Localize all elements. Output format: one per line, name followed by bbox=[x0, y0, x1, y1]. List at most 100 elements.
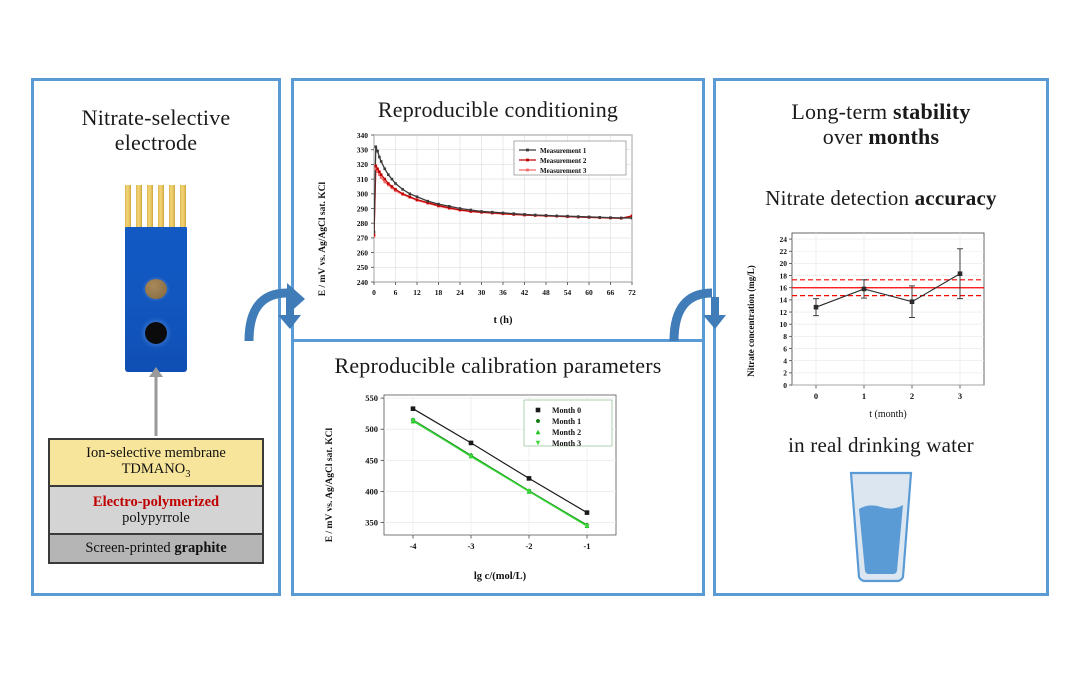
svg-text:240: 240 bbox=[357, 278, 369, 287]
arrow-calibration-to-stability bbox=[668, 281, 740, 350]
svg-text:12: 12 bbox=[413, 288, 421, 297]
svg-text:14: 14 bbox=[780, 296, 788, 305]
svg-text:330: 330 bbox=[357, 146, 369, 155]
heading2-normal: Nitrate detection bbox=[765, 186, 915, 210]
panel-left-title-line2: electrode bbox=[114, 130, 198, 156]
arrow-1-svg bbox=[244, 283, 305, 342]
pointer-arrowhead bbox=[149, 367, 163, 377]
electrode-image bbox=[125, 185, 187, 372]
svg-text:6: 6 bbox=[394, 288, 398, 297]
contact-strip bbox=[136, 185, 142, 227]
svg-text:340: 340 bbox=[357, 131, 369, 140]
panel-right-caption: in real drinking water bbox=[788, 433, 974, 457]
svg-text:-3: -3 bbox=[467, 541, 474, 551]
calibration-line-3 bbox=[412, 420, 588, 527]
svg-text:22: 22 bbox=[780, 247, 788, 256]
contact-strip bbox=[169, 185, 175, 227]
svg-text:6: 6 bbox=[783, 344, 787, 353]
svg-text:8: 8 bbox=[783, 332, 787, 341]
panel-left-title-line1: Nitrate-selective bbox=[81, 105, 231, 130]
panel-right-heading-1: Long-term stability over months bbox=[716, 99, 1046, 150]
calibration-line-0 bbox=[412, 408, 588, 514]
svg-text:12: 12 bbox=[780, 308, 788, 317]
svg-text:18: 18 bbox=[780, 271, 788, 280]
stability-line bbox=[815, 273, 961, 308]
pointer-line bbox=[154, 376, 158, 436]
arrow-electrode-to-conditioning bbox=[243, 281, 315, 350]
svg-text:72: 72 bbox=[628, 288, 636, 297]
svg-text:3: 3 bbox=[958, 391, 962, 401]
layer-stack: Ion-selective membrane TDMANO3 Electro-p… bbox=[48, 438, 264, 564]
heading-line2: over months bbox=[822, 124, 940, 150]
contact-strip bbox=[180, 185, 186, 227]
layer-membrane-line1: Ion-selective membrane bbox=[86, 444, 226, 461]
svg-text:320: 320 bbox=[357, 160, 369, 169]
svg-text:54: 54 bbox=[564, 288, 572, 297]
panel-reproducibility: Reproducible conditioning E / mV vs. Ag/… bbox=[291, 78, 705, 596]
svg-text:1: 1 bbox=[862, 391, 866, 401]
svg-text:-1: -1 bbox=[583, 541, 590, 551]
svg-text:500: 500 bbox=[365, 424, 378, 434]
contact-strip bbox=[158, 185, 164, 227]
svg-text:270: 270 bbox=[357, 234, 369, 243]
svg-text:350: 350 bbox=[365, 518, 378, 528]
working-electrode-pad bbox=[145, 322, 167, 344]
svg-text:42: 42 bbox=[521, 288, 529, 297]
layer-polypyrrole-line1: Electro-polymerized bbox=[92, 493, 220, 510]
chart-calibration-xlabel: lg c/(mol/L) bbox=[474, 571, 527, 582]
svg-text:18: 18 bbox=[435, 288, 443, 297]
svg-text:450: 450 bbox=[365, 455, 378, 465]
svg-text:310: 310 bbox=[357, 175, 369, 184]
svg-text:0: 0 bbox=[814, 391, 818, 401]
contact-strip bbox=[147, 185, 153, 227]
svg-text:10: 10 bbox=[780, 320, 788, 329]
legend-label: Month 2 bbox=[552, 428, 581, 437]
svg-text:60: 60 bbox=[585, 288, 593, 297]
legend-label: Measurement 1 bbox=[540, 147, 587, 155]
panel-right-heading-2: Nitrate detection accuracy bbox=[716, 186, 1046, 210]
glass-water bbox=[859, 505, 903, 574]
panel-stability: Long-term stability over months Nitrate … bbox=[713, 78, 1049, 596]
svg-text:550: 550 bbox=[365, 393, 378, 403]
svg-text:30: 30 bbox=[478, 288, 486, 297]
panel-electrode: Nitrate-selective electrode Ion bbox=[31, 78, 281, 596]
layer-polypyrrole-line2: polypyrrole bbox=[122, 510, 190, 526]
svg-text:2: 2 bbox=[783, 369, 787, 378]
panel-mid-title-bottom: Reproducible calibration parameters bbox=[334, 353, 662, 378]
chart-stability-xlabel: t (month) bbox=[869, 409, 907, 420]
legend-label: Month 0 bbox=[552, 406, 581, 415]
layer-graphite: Screen-printed graphite bbox=[48, 534, 264, 564]
svg-text:66: 66 bbox=[607, 288, 615, 297]
drinking-glass-icon bbox=[835, 467, 927, 590]
svg-text:4: 4 bbox=[783, 356, 787, 365]
glass-svg bbox=[849, 471, 913, 583]
legend-label: Month 3 bbox=[552, 439, 581, 448]
legend-label: Measurement 2 bbox=[540, 157, 587, 165]
svg-text:400: 400 bbox=[365, 486, 378, 496]
svg-text:36: 36 bbox=[499, 288, 507, 297]
chart-conditioning-xlabel: t (h) bbox=[494, 315, 513, 326]
svg-text:300: 300 bbox=[357, 190, 369, 199]
panel-left-title: Nitrate-selective electrode bbox=[34, 105, 278, 156]
svg-text:280: 280 bbox=[357, 219, 369, 228]
heading2-bold: accuracy bbox=[914, 186, 997, 210]
svg-text:16: 16 bbox=[780, 284, 788, 293]
heading-line1: Long-term stability bbox=[791, 99, 971, 124]
layer-membrane-line2: TDMANO3 bbox=[121, 460, 191, 480]
layer-graphite-text: Screen-printed graphite bbox=[85, 540, 227, 557]
arrow-2-svg bbox=[669, 288, 726, 342]
svg-text:290: 290 bbox=[357, 204, 369, 213]
svg-text:0: 0 bbox=[783, 381, 787, 390]
layer-ion-selective-membrane: Ion-selective membrane TDMANO3 bbox=[48, 438, 264, 486]
chart-calibration-ylabel: E / mV vs. Ag/AgCl sat. KCl bbox=[325, 427, 335, 542]
chart-conditioning-ylabel: E / mV vs. Ag/AgCl sat. KCl bbox=[318, 181, 328, 296]
svg-text:-4: -4 bbox=[409, 541, 417, 551]
layer-polypyrrole: Electro-polymerized polypyrrole bbox=[48, 486, 264, 534]
svg-text:48: 48 bbox=[542, 288, 550, 297]
